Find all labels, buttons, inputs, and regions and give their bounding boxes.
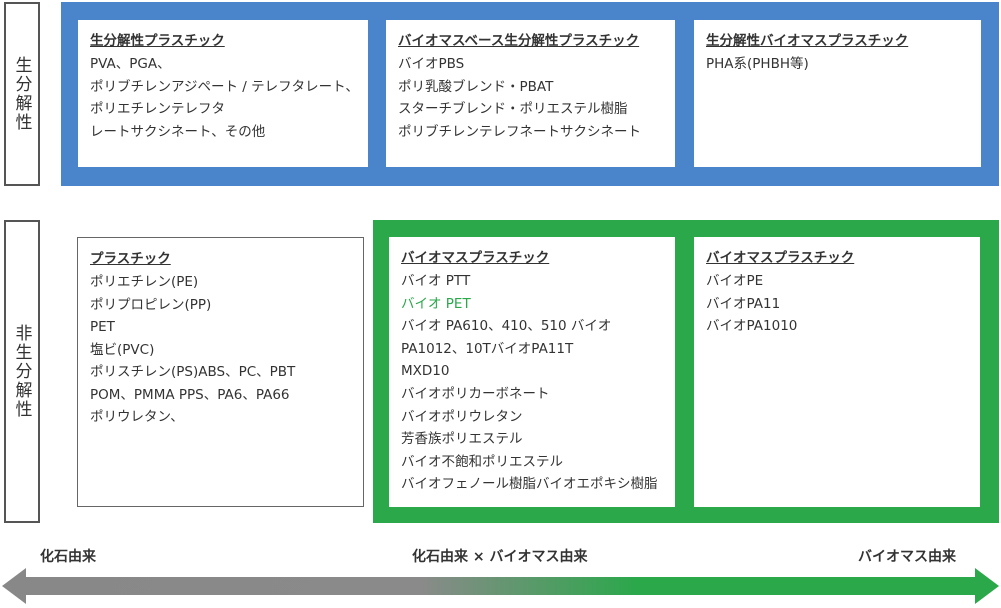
axis-left-label: 化石由来 — [40, 549, 96, 565]
list-item: PVA、PGA、 — [90, 56, 171, 72]
list-item: バイオポリウレタン — [401, 408, 523, 425]
origin-axis-arrow — [2, 568, 999, 604]
list-item: バイオフェノール樹脂バイオエポキシ樹脂 — [401, 476, 658, 493]
list-item: POM、PMMA PPS、PA6、PA66 — [90, 386, 290, 403]
list-item: ポリブチレンアジペート / テレフタレート、 — [90, 78, 359, 95]
biodegradable-label-text: 生分解性 — [11, 56, 32, 132]
list-item: ポリ乳酸ブレンド・PBAT — [398, 78, 554, 95]
list-item: 芳香族ポリエステル — [401, 431, 523, 448]
biomass-based-biodegradable-box: バイオマスベース生分解性プラスチック バイオPBS ポリ乳酸ブレンド・PBAT … — [386, 20, 675, 167]
list-item: ポリエチレン(PE) — [90, 274, 199, 290]
biomass-plastic-box-mixed: バイオマスプラスチック バイオ PTT バイオ PET バイオ PA610、41… — [389, 237, 675, 507]
list-item: スターチブレンド・ポリエステル樹脂 — [398, 101, 628, 117]
box-title: バイオマスプラスチック — [706, 250, 855, 266]
biodegradable-biomass-box: 生分解性バイオマスプラスチック PHA系(PHBH等) — [694, 20, 981, 167]
box-title: プラスチック — [90, 251, 171, 267]
list-item-highlighted: バイオ PET — [401, 295, 471, 312]
list-item: MXD10 — [401, 363, 450, 380]
list-item: バイオ PA610、410、510 バイオ — [401, 318, 612, 335]
list-item: PA1012、10TバイオPA11T — [401, 340, 574, 357]
list-item: ポリプロピレン(PP) — [90, 296, 212, 313]
biodegradable-side-label: 生分解性 — [4, 2, 40, 186]
axis-right-label: バイオマス由来 — [858, 549, 956, 565]
box-title: 生分解性バイオマスプラスチック — [706, 33, 909, 49]
list-item: バイオPE — [706, 273, 764, 289]
list-item: レートサクシネート、その他 — [90, 123, 266, 140]
list-item: バイオ PTT — [401, 273, 471, 289]
fossil-plastic-box: プラスチック ポリエチレン(PE) ポリプロピレン(PP) PET 塩ビ(PVC… — [77, 237, 364, 507]
axis-center-label: 化石由来 × バイオマス由来 — [412, 549, 588, 565]
biodegradable-plastic-box: 生分解性プラスチック PVA、PGA、 ポリブチレンアジペート / テレフタレー… — [78, 20, 368, 167]
list-item: バイオPA11 — [706, 295, 781, 312]
list-item: バイオPA1010 — [706, 318, 798, 334]
list-item: バイオ不飽和ポリエステル — [401, 453, 563, 470]
list-item: 塩ビ(PVC) — [90, 341, 155, 358]
list-item: バイオPBS — [398, 56, 465, 72]
list-item: ポリエチレンテレフタ — [90, 101, 225, 117]
list-item: ポリウレタン、 — [90, 409, 184, 425]
list-item: バイオポリカーボネート — [401, 385, 550, 402]
non-biodegradable-side-label: 非生分解性 — [4, 220, 40, 523]
non-biodegradable-label-text: 非生分解性 — [11, 324, 32, 419]
box-title: バイオマスベース生分解性プラスチック — [398, 33, 640, 49]
box-title: バイオマスプラスチック — [401, 250, 550, 266]
list-item: PHA系(PHBH等) — [706, 56, 809, 72]
list-item: ポリブチレンテレフネートサクシネート — [398, 123, 641, 140]
box-title: 生分解性プラスチック — [90, 33, 225, 49]
list-item: ポリスチレン(PS)ABS、PC、PBT — [90, 364, 296, 380]
list-item: PET — [90, 319, 115, 335]
biomass-plastic-box-pure: バイオマスプラスチック バイオPE バイオPA11 バイオPA1010 — [694, 237, 980, 507]
